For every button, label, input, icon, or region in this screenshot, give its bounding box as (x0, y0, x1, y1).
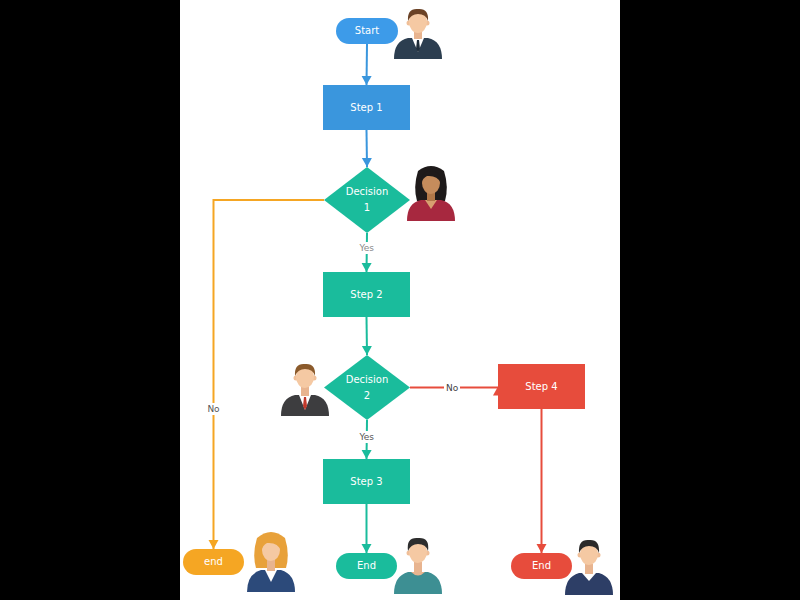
node-label: end (204, 554, 223, 570)
node-label: Decision 1 (343, 184, 391, 216)
decision-diamond: Decision 2 (324, 355, 410, 420)
diamond-outline (324, 355, 410, 420)
node-label: End (357, 558, 376, 574)
arrow-head (362, 263, 372, 272)
node-label: End (532, 558, 551, 574)
arrow-head (362, 76, 372, 85)
person-body (394, 38, 442, 59)
process-box: Step 3 (323, 459, 410, 504)
person-body (281, 395, 329, 416)
decision-diamond: Decision 1 (324, 167, 410, 233)
flow-connector (362, 420, 372, 459)
flow-connector (362, 44, 372, 85)
edge-label: Yes (358, 242, 377, 254)
person-neckline (425, 200, 437, 209)
person-shirt (582, 573, 596, 581)
end-terminal: end (183, 549, 244, 575)
edge-label: No (205, 403, 221, 415)
node-text-group: end (204, 554, 223, 570)
person-figure (247, 532, 295, 592)
diamond-shape (324, 355, 410, 420)
person-shirt (299, 395, 311, 410)
diamond-outline (324, 167, 410, 233)
person-neck (267, 560, 275, 571)
person-hair (261, 537, 281, 551)
node-text-group: Start (355, 23, 379, 39)
node-label: Step 4 (525, 379, 557, 395)
person-neck (585, 564, 593, 574)
flow-connector (362, 233, 372, 272)
person-hair (408, 9, 428, 21)
person-figure (394, 538, 442, 594)
person-figure (565, 540, 613, 595)
process-box: Step 2 (323, 272, 410, 317)
node-label: Decision 2 (343, 372, 391, 404)
person-hair (295, 364, 315, 376)
person-hair (408, 538, 429, 551)
node-text-group: Step 2 (350, 287, 382, 303)
person-neck (414, 562, 422, 573)
person-body (407, 200, 455, 221)
node-text-group: Decision 1 (343, 184, 391, 216)
node-text-group: End (532, 558, 551, 574)
connector-line (541, 409, 543, 553)
diamond-shape (324, 167, 410, 233)
person-hair-back (415, 166, 447, 201)
person-shirt (412, 38, 424, 52)
node-text-group: Step 4 (525, 379, 557, 395)
edge-label: No (444, 382, 460, 394)
person-body (394, 572, 442, 594)
arrow-head (209, 540, 219, 549)
edge-label: Yes (358, 431, 377, 443)
process-box: Step 1 (323, 85, 410, 130)
node-label: Start (355, 23, 379, 39)
person-body (247, 570, 295, 592)
node-text-group: Decision 2 (343, 372, 391, 404)
flow-connector (362, 504, 372, 553)
flow-connector (362, 130, 372, 167)
person-body (565, 573, 613, 595)
connector-line (410, 387, 498, 388)
person-figure (394, 9, 442, 59)
end-terminal: End (511, 553, 572, 579)
flow-connector (410, 387, 503, 396)
person-hair (421, 171, 441, 183)
node-text-group: Step 3 (350, 474, 382, 490)
start-terminal: Start (336, 18, 398, 44)
person-shirt (265, 570, 277, 582)
end-terminal: End (336, 553, 397, 579)
connector-line (214, 200, 325, 549)
flow-connector (537, 409, 547, 553)
arrow-head (362, 158, 372, 167)
node-text-group: Step 1 (350, 100, 382, 116)
node-label: Step 1 (350, 100, 382, 116)
arrow-head (362, 346, 372, 355)
arrow-head (537, 544, 547, 553)
person-figure (407, 166, 455, 221)
node-text-group: End (357, 558, 376, 574)
person-hair (579, 540, 599, 553)
flow-connector (209, 200, 325, 549)
node-label: Step 2 (350, 287, 382, 303)
node-label: Step 3 (350, 474, 382, 490)
person-tie (416, 40, 420, 52)
person-figure (281, 364, 329, 416)
person-tie (303, 397, 307, 410)
process-box: Step 4 (498, 364, 585, 409)
arrow-head (362, 450, 372, 459)
flow-connector (362, 317, 372, 355)
arrow-head (362, 544, 372, 553)
